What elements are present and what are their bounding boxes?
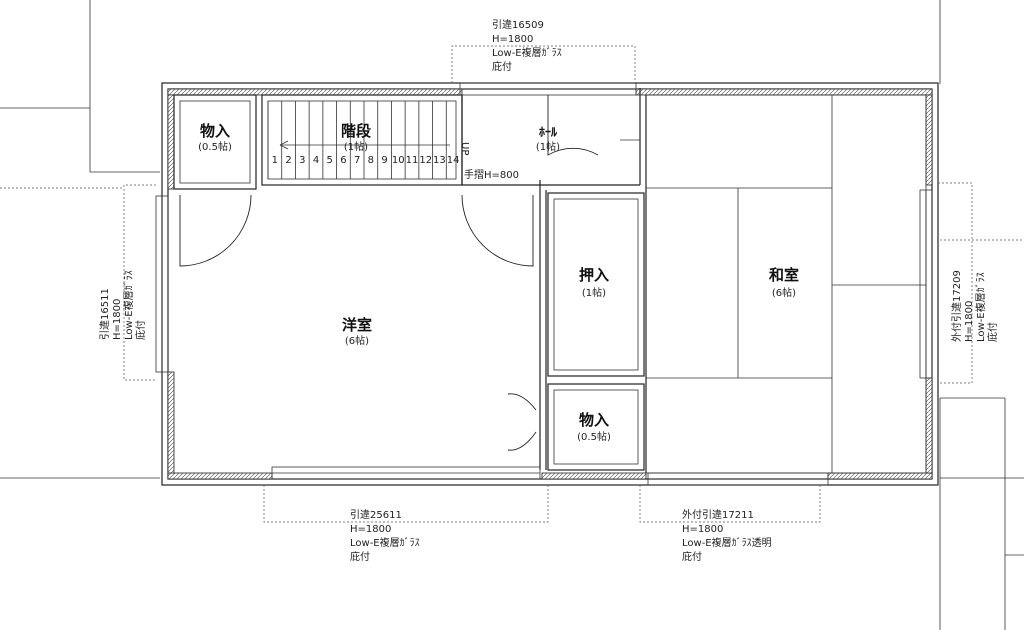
svg-text:Low-E複層ｶﾞﾗｽ透明: Low-E複層ｶﾞﾗｽ透明 [682,536,772,549]
svg-text:外付引違17211: 外付引違17211 [682,508,754,521]
room-size-stairs: (1帖) [344,140,368,153]
stair-step-number: 13 [433,155,446,166]
windows [155,82,933,486]
svg-text:Low-E複層ｶﾞﾗｽ: Low-E複層ｶﾞﾗｽ [122,270,135,340]
svg-text:Low-E複層ｶﾞﾗｽ: Low-E複層ｶﾞﾗｽ [974,272,987,342]
window-note-south-east: 外付引違17211 H=1800 Low-E複層ｶﾞﾗｽ透明 庇付 [682,508,772,563]
svg-text:引違16509: 引違16509 [492,18,544,31]
room-name-closet: 押入 [579,266,609,284]
room-size-closet: (1帖) [582,286,606,299]
room-name-storage-s: 物入 [579,411,609,429]
window-note-south-west: 引違25611 H=1800 Low-E複層ｶﾞﾗｽ 庇付 [350,508,420,563]
svg-text:引違25611: 引違25611 [350,508,402,521]
svg-text:引違16511: 引違16511 [98,288,111,340]
door-swing-icon [547,95,599,156]
room-size-japanese: (6帖) [772,286,796,299]
room-size-storage-s: (0.5帖) [577,430,611,443]
stair-step-number: 9 [381,155,387,166]
stair-step-number: 12 [419,155,432,166]
room-size-storage-nw: (0.5帖) [198,140,232,153]
svg-text:Low-E複層ｶﾞﾗｽ: Low-E複層ｶﾞﾗｽ [350,536,420,549]
svg-text:H=1800: H=1800 [112,299,123,340]
room-name-hall: ﾎｰﾙ [539,125,558,139]
stair-step-number: 10 [392,155,405,166]
stair-arrow-icon [279,140,289,150]
svg-text:庇付: 庇付 [682,550,702,563]
room-size-hall: (1帖) [536,140,560,153]
window-note-north: 引違16509 H=1800 Low-E複層ｶﾞﾗｽ 庇付 [492,18,562,73]
stair-step-number: 1 [272,155,278,166]
svg-text:外付引違17209: 外付引違17209 [950,270,963,342]
stair-step-number: 7 [354,155,360,166]
stair-step-number: 6 [340,155,346,166]
svg-text:H=1800: H=1800 [964,301,975,342]
stair-step-number: 11 [406,155,419,166]
svg-text:Low-E複層ｶﾞﾗｽ: Low-E複層ｶﾞﾗｽ [492,46,562,59]
interior-walls [173,88,927,474]
room-name-western: 洋室 [342,316,372,334]
svg-text:庇付: 庇付 [134,320,147,340]
stair-direction: UP [459,142,470,155]
handrail-label: 手摺H=800 [464,168,519,181]
svg-text:庇付: 庇付 [492,60,512,73]
room-name-stairs: 階段 [341,122,371,140]
window-note-west: 引違16511 H=1800 Low-E複層ｶﾞﾗｽ 庇付 [98,270,147,340]
window-callouts [123,45,973,523]
stair-step-number: 5 [327,155,333,166]
svg-text:H=1800: H=1800 [350,524,391,535]
stair-step-number: 4 [313,155,319,166]
stair-step-number: 14 [447,155,460,166]
svg-text:H=1800: H=1800 [682,524,723,535]
door-swing-icon [179,194,252,267]
svg-text:庇付: 庇付 [986,322,999,342]
door-swing-icon [461,194,534,267]
door-swing-icon [507,393,537,451]
stair-step-number: 8 [368,155,374,166]
svg-text:庇付: 庇付 [350,550,370,563]
stair-step-number: 3 [299,155,305,166]
room-size-western: (6帖) [345,334,369,347]
room-name-japanese: 和室 [769,266,799,284]
stair-step-number: 2 [285,155,291,166]
doors [179,95,640,451]
room-name-storage-nw: 物入 [200,122,230,140]
svg-text:H=1800: H=1800 [492,34,533,45]
window-note-east: 外付引違17209 H=1800 Low-E複層ｶﾞﾗｽ 庇付 [950,270,999,342]
